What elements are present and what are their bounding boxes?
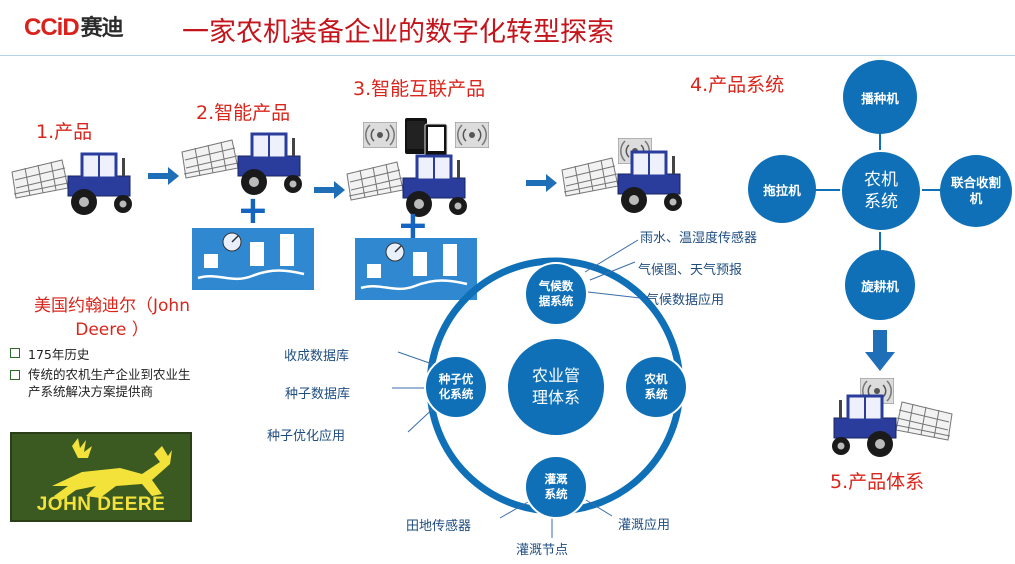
ccid-logo: CCiD赛迪 bbox=[24, 10, 124, 42]
seed-item-3: 种子优化应用 bbox=[267, 429, 346, 444]
devices-icon bbox=[405, 118, 448, 156]
bullet-square-icon bbox=[10, 370, 20, 380]
bullet-square-icon bbox=[10, 348, 20, 358]
chart-card-1 bbox=[192, 228, 314, 290]
irrigation-item-2: 灌溉节点 bbox=[516, 543, 569, 558]
bullet-history: 175年历史 bbox=[10, 346, 200, 363]
circle-machine-mgmt: 农机系统 bbox=[624, 355, 688, 419]
climate-item-2: 气候图、天气预报 bbox=[638, 263, 743, 278]
irrigation-item-3: 灌溉应用 bbox=[618, 518, 671, 533]
step-1-label: 1.产品 bbox=[36, 121, 93, 143]
circle-seeder: 播种机 bbox=[843, 60, 917, 134]
arrow-2-icon bbox=[314, 181, 345, 199]
deer-icon bbox=[52, 438, 172, 500]
header-divider bbox=[0, 55, 1015, 56]
circle-irrigation-system: 灌溉系统 bbox=[524, 455, 588, 519]
circle-tractor: 拖拉机 bbox=[748, 155, 816, 223]
step-5-label: 5.产品体系 bbox=[830, 471, 925, 493]
seed-item-1: 收成数据库 bbox=[284, 349, 350, 364]
company-name: 美国约翰迪尔（John Deere ） bbox=[12, 294, 212, 342]
circle-machine-system: 农机系统 bbox=[840, 150, 922, 232]
arrow-3-icon bbox=[526, 174, 557, 192]
bullet-transition: 传统的农机生产企业到农业生产系统解决方案提供商 bbox=[10, 366, 202, 400]
arrow-1-icon bbox=[148, 167, 179, 185]
tractor-image-1 bbox=[10, 152, 134, 217]
logo-cn-text: 赛迪 bbox=[80, 15, 124, 40]
tractor-image-4 bbox=[560, 150, 684, 215]
logo-latin-text: CCiD bbox=[24, 14, 80, 41]
tractor-image-5 bbox=[818, 392, 958, 460]
john-deere-logo-text: JOHN DEERE bbox=[36, 494, 166, 515]
climate-item-1: 雨水、温湿度传感器 bbox=[640, 231, 758, 246]
step-2-label: 2.智能产品 bbox=[196, 102, 291, 124]
signal-icon-1 bbox=[363, 122, 397, 148]
john-deere-logo: JOHN DEERE bbox=[10, 432, 192, 522]
company-name-line2: Deere ） bbox=[75, 320, 149, 340]
page-title: 一家农机装备企业的数字化转型探索 bbox=[182, 17, 614, 48]
arrow-down-icon bbox=[865, 330, 895, 371]
circle-rotary-tiller: 旋耕机 bbox=[845, 250, 915, 320]
circle-harvester: 联合收割机 bbox=[940, 155, 1012, 227]
plus-icon-1: + bbox=[237, 188, 269, 232]
signal-icon-2 bbox=[455, 122, 489, 148]
company-name-line1: 美国约翰迪尔（John bbox=[34, 296, 190, 316]
circle-climate-system: 气候数据系统 bbox=[524, 262, 588, 326]
circle-seed-system: 种子优化系统 bbox=[424, 355, 488, 419]
seed-item-2: 种子数据库 bbox=[285, 387, 351, 402]
irrigation-item-1: 田地传感器 bbox=[406, 519, 472, 534]
step-3-label: 3.智能互联产品 bbox=[353, 78, 486, 100]
climate-item-3: 气候数据应用 bbox=[646, 293, 725, 308]
step-4-label: 4.产品系统 bbox=[690, 74, 785, 96]
circle-agri-management: 农业管理体系 bbox=[508, 339, 604, 435]
